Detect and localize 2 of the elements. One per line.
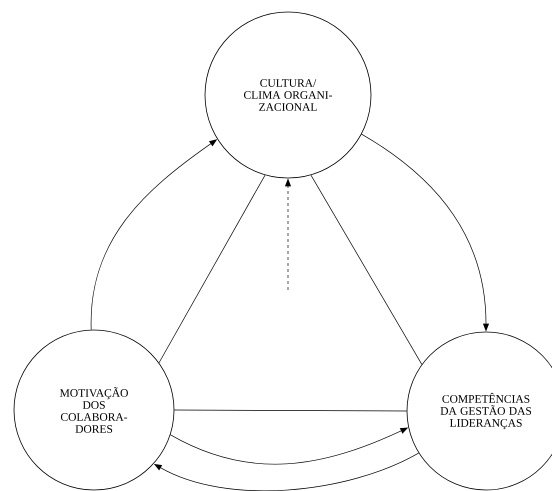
circle-node: CULTURA/ CLIMA ORGANI- ZACIONAL — [204, 12, 372, 178]
circle-node: MOTIVAÇÃO DOS COLABORA- DORES — [14, 330, 174, 490]
